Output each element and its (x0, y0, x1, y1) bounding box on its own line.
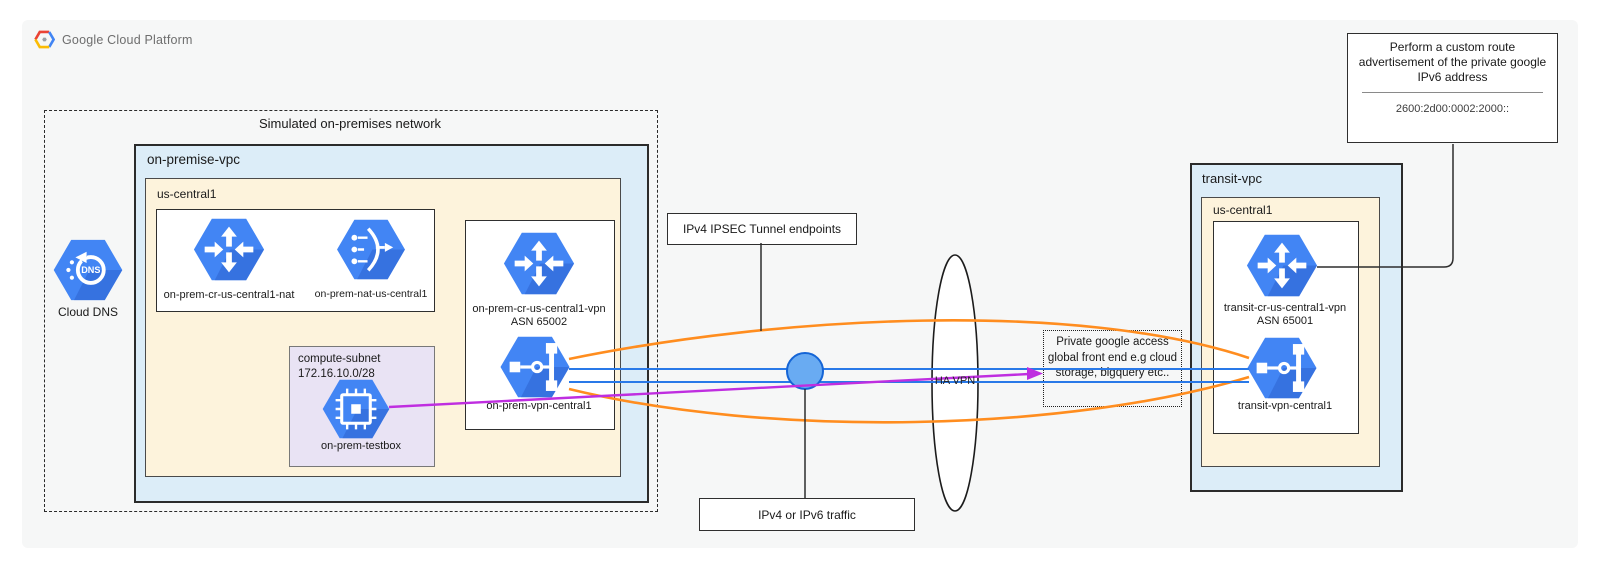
onprem-cr-vpn-label: on-prem-cr-us-central1-vpn (472, 303, 606, 315)
private-google-access-box: Private google access global front end e… (1043, 330, 1182, 407)
cloud-dns-icon (53, 239, 123, 301)
transit-cr-label: transit-cr-us-central1-vpn (1223, 302, 1347, 314)
callout-divider (1362, 92, 1543, 93)
onprem-vpn-gateway-label: on-prem-vpn-central1 (486, 400, 592, 412)
gcp-logo-icon (34, 29, 55, 50)
onprem-nat-label: on-prem-nat-us-central1 (314, 288, 428, 300)
onprem-region-label: us-central1 (157, 187, 217, 201)
ipv6-address: 2600:2d00:0002:2000:: (1395, 103, 1510, 115)
cloud-vpn-gateway-icon (499, 336, 571, 398)
transit-vpc-label: transit-vpc (1202, 171, 1262, 186)
compute-subnet-name: compute-subnet (298, 353, 381, 365)
ipsec-endpoints-callout: IPv4 IPSEC Tunnel endpoints (667, 213, 857, 245)
cloud-router-icon (193, 218, 265, 281)
custom-route-callout: Perform a custom route advertisement of … (1347, 33, 1558, 143)
cloud-dns-label: Cloud DNS (57, 305, 119, 319)
gcp-logo-text: Google Cloud Platform (62, 32, 193, 47)
cloud-nat-icon (336, 219, 406, 280)
onprem-testbox-label: on-prem-testbox (320, 440, 402, 452)
custom-route-callout-text: Perform a custom route advertisement of … (1358, 40, 1547, 84)
onprem-cr-nat-label: on-prem-cr-us-central1-nat (163, 289, 295, 301)
gcp-logo: Google Cloud Platform (34, 29, 193, 50)
transit-region-label: us-central1 (1213, 203, 1273, 217)
traffic-callout: IPv4 or IPv6 traffic (699, 498, 915, 531)
transit-cr-asn: ASN 65001 (1256, 315, 1314, 327)
simulated-onprem-label: Simulated on-premises network (258, 116, 442, 131)
simulated-onprem-group (44, 110, 658, 512)
cloud-vpn-gateway-icon (1246, 337, 1318, 399)
transit-vpn-gateway-label: transit-vpn-central1 (1237, 400, 1333, 412)
cloud-router-icon (1246, 234, 1318, 297)
onprem-cr-vpn-asn: ASN 65002 (510, 316, 568, 328)
compute-subnet-cidr: 172.16.10.0/28 (298, 368, 375, 380)
cloud-router-icon (503, 232, 575, 295)
compute-engine-icon (322, 379, 390, 439)
on-premise-vpc-label: on-premise-vpc (147, 152, 241, 167)
